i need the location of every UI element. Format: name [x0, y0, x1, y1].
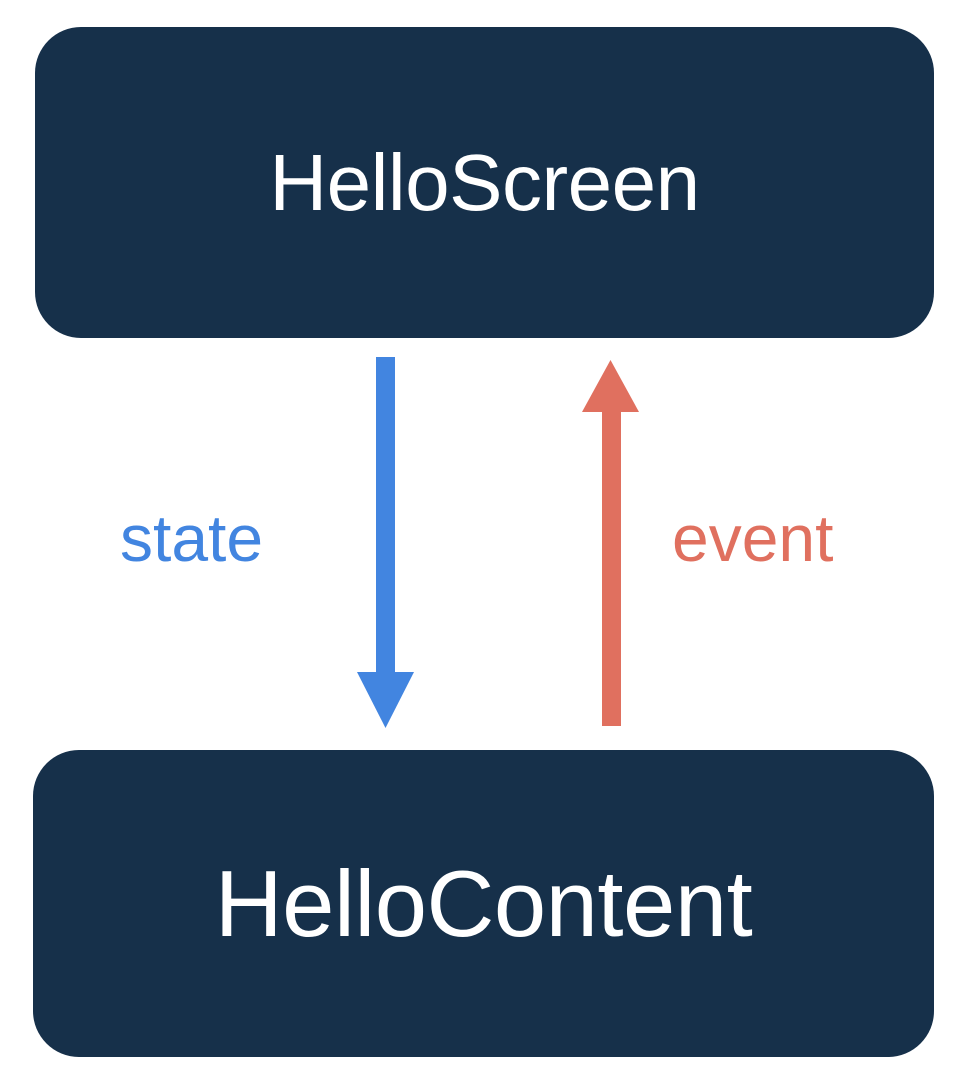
node-hello-content[interactable]: HelloContent — [33, 750, 934, 1057]
state-arrow-down-icon — [357, 357, 414, 728]
node-hello-content-label: HelloContent — [214, 850, 753, 956]
node-hello-screen[interactable]: HelloScreen — [35, 27, 934, 338]
event-arrow-up-icon — [582, 360, 639, 726]
edge-label-event: event — [672, 501, 834, 575]
node-hello-screen-label: HelloScreen — [269, 137, 700, 227]
edge-label-state: state — [120, 501, 264, 575]
